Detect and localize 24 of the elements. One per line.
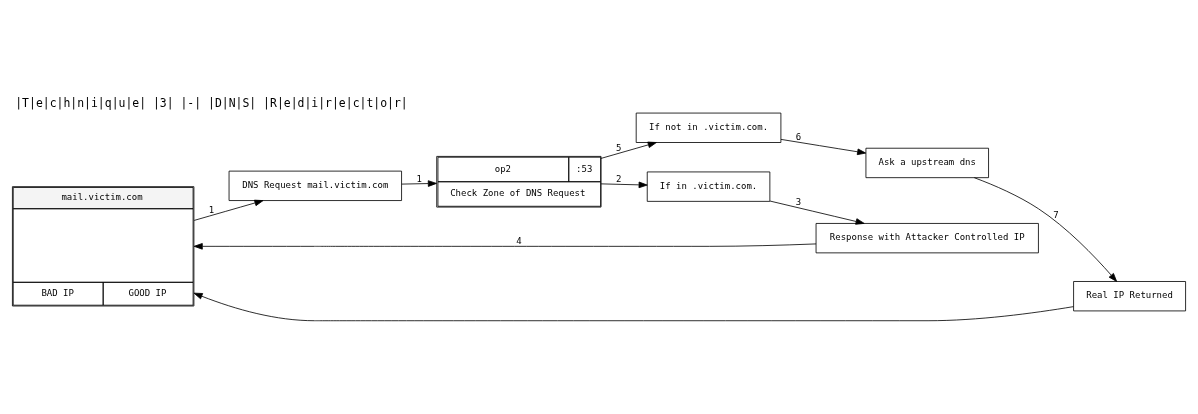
node-box: If in .victim.com. — [646, 171, 771, 202]
arrow — [600, 141, 657, 159]
node-box: Response with Attacker Controlled IP — [815, 222, 1039, 253]
edge-label: 2 — [615, 173, 622, 184]
arrow — [193, 292, 1074, 321]
edge-label: 1 — [208, 204, 215, 215]
arrow — [600, 181, 648, 188]
node-box: If not in .victim.com. — [635, 112, 782, 143]
node-box: DNS Request mail.victim.com — [228, 170, 402, 201]
node-box: Real IP Returned — [1073, 280, 1186, 311]
arrow — [780, 138, 867, 155]
node-box: Ask a upstream dns — [865, 147, 989, 178]
edge-label: 7 — [1053, 209, 1059, 220]
edge-label: 5 — [615, 142, 622, 153]
arrow — [973, 176, 1118, 282]
edge-label: 6 — [795, 131, 802, 142]
diagram-title: |T|e|c|h|n|i|q|u|e| |3| |-| |D|N|S| |R|e|d|i|r|e|c|t|o|r| — [15, 95, 408, 110]
edge-label: 3 — [795, 196, 802, 207]
edge-label: 1 — [416, 173, 422, 184]
arrow — [193, 199, 264, 221]
arrow — [193, 242, 817, 250]
arrow — [401, 179, 437, 187]
arrow — [769, 200, 865, 225]
edge-label: 4 — [516, 235, 522, 246]
